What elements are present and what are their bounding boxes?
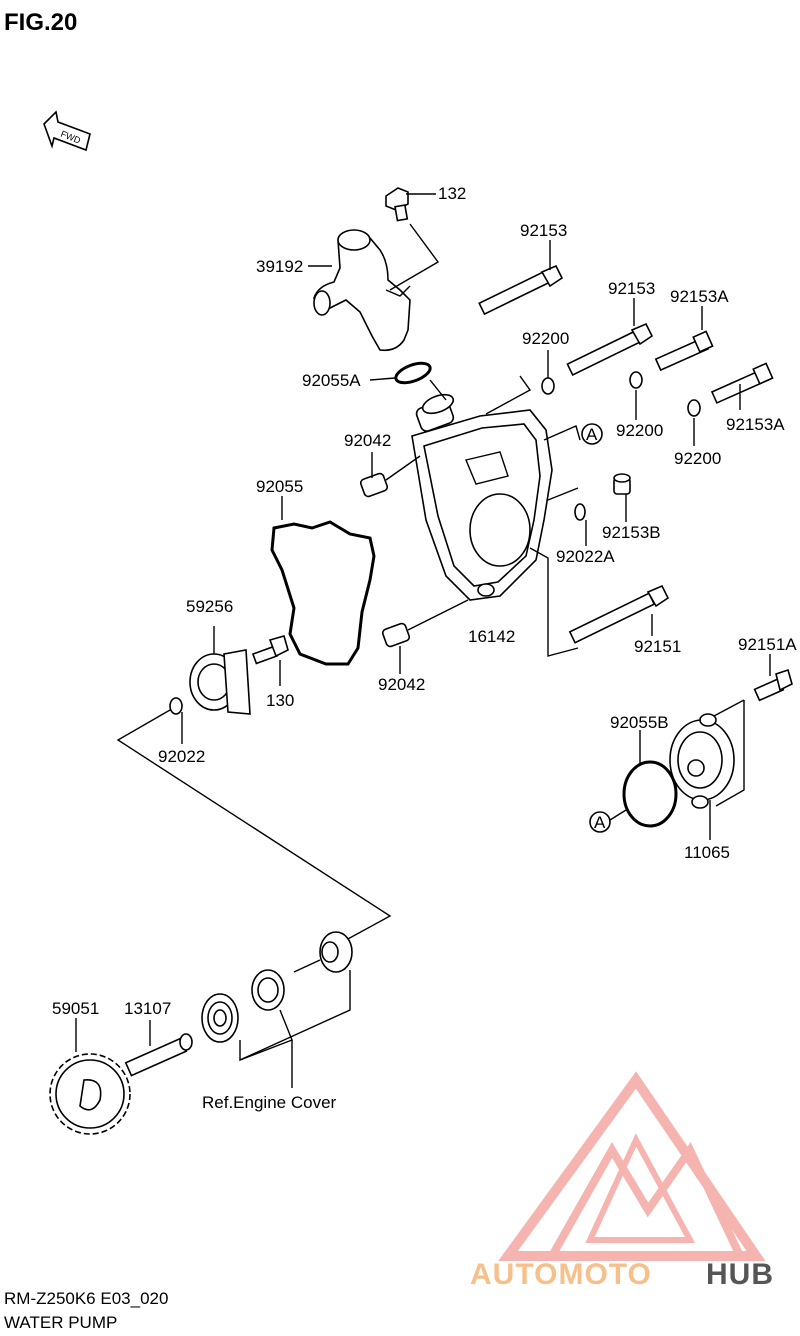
pump-cover-16142-drawing	[411, 375, 581, 601]
label-92042-lower: 92042	[378, 675, 425, 694]
leader-impeller-engine-cover	[116, 709, 392, 941]
bearing-b-drawing	[201, 993, 239, 1043]
bolt-92151A-drawing	[715, 654, 793, 807]
label-92022A: 92022A	[556, 547, 615, 566]
footer-model-code: RM-Z250K6 E03_020	[4, 1289, 168, 1308]
impeller-59256-drawing	[189, 626, 251, 715]
label-92055A: 92055A	[302, 371, 361, 390]
pump-case-11065-drawing	[669, 699, 745, 840]
watermark-word-part1: AUTOMOTO	[470, 1258, 652, 1291]
bearing-a-drawing	[251, 969, 285, 1011]
label-59051: 59051	[52, 999, 99, 1018]
label-132: 132	[438, 184, 466, 203]
label-13107: 13107	[124, 999, 171, 1018]
bolt-92151-drawing	[529, 547, 670, 657]
fwd-arrow-icon: FWD	[43, 110, 91, 152]
bolt-92153B-drawing	[613, 473, 631, 522]
washer-92022A-drawing	[574, 503, 586, 521]
bolt-92153A-lower	[710, 362, 774, 410]
ref-marker-a-lower-label: A	[594, 813, 606, 832]
label-92153A-lower: 92153A	[726, 415, 785, 434]
hose-39192-drawing	[308, 223, 440, 352]
bolt-92153-upper	[478, 240, 564, 316]
bolt-130-drawing	[251, 635, 289, 686]
label-92200-b: 92200	[616, 421, 663, 440]
label-92153-middle: 92153	[608, 279, 655, 298]
ref-marker-a-upper	[581, 423, 603, 445]
label-92151: 92151	[634, 637, 681, 656]
washer-92022-drawing	[169, 697, 183, 715]
label-16142: 16142	[468, 627, 515, 646]
gear-59051-drawing	[49, 1018, 131, 1135]
oring-92055B-drawing	[622, 760, 678, 828]
bolt-132-drawing	[385, 187, 436, 222]
shaft-13107-drawing	[124, 1020, 193, 1077]
label-92151A: 92151A	[738, 635, 797, 654]
bolt-92153-middle	[566, 298, 654, 376]
label-92055B: 92055B	[610, 713, 669, 732]
dowel-92042-upper	[359, 452, 421, 498]
label-92153B: 92153B	[602, 523, 661, 542]
label-39192: 39192	[256, 257, 303, 276]
label-ref-engine-cover: Ref.Engine Cover	[202, 1093, 337, 1112]
engine-cover-bracket-a	[239, 970, 351, 1062]
oring-92055A-drawing	[394, 361, 432, 385]
footer-section-title: WATER PUMP	[4, 1313, 117, 1332]
label-59256: 59256	[186, 597, 233, 616]
label-92042-upper: 92042	[344, 431, 391, 450]
figure-title: FIG.20	[4, 9, 77, 36]
ref-marker-a-upper-label: A	[586, 425, 598, 444]
ref-marker-a-lower	[589, 811, 611, 833]
washer-92200-c	[687, 399, 701, 417]
label-92200-c: 92200	[674, 449, 721, 468]
label-92055: 92055	[256, 477, 303, 496]
automotohub-logo	[498, 1071, 766, 1261]
engine-cover-bracket-b	[239, 1009, 293, 1061]
bolt-92153A-upper	[654, 306, 714, 372]
washer-92200-a	[541, 377, 555, 395]
label-92153A-upper: 92153A	[670, 287, 729, 306]
washer-92200-b	[629, 371, 643, 389]
dowel-92042-lower	[381, 599, 469, 674]
label-92200-a: 92200	[522, 329, 569, 348]
label-11065: 11065	[684, 843, 730, 862]
label-130: 130	[266, 691, 294, 710]
watermark-word-part2: HUB	[706, 1258, 774, 1291]
seal-ring-drawing	[293, 931, 353, 973]
gasket-92055-drawing	[270, 520, 376, 666]
label-92022: 92022	[158, 747, 205, 766]
label-92153-upper: 92153	[520, 221, 567, 240]
